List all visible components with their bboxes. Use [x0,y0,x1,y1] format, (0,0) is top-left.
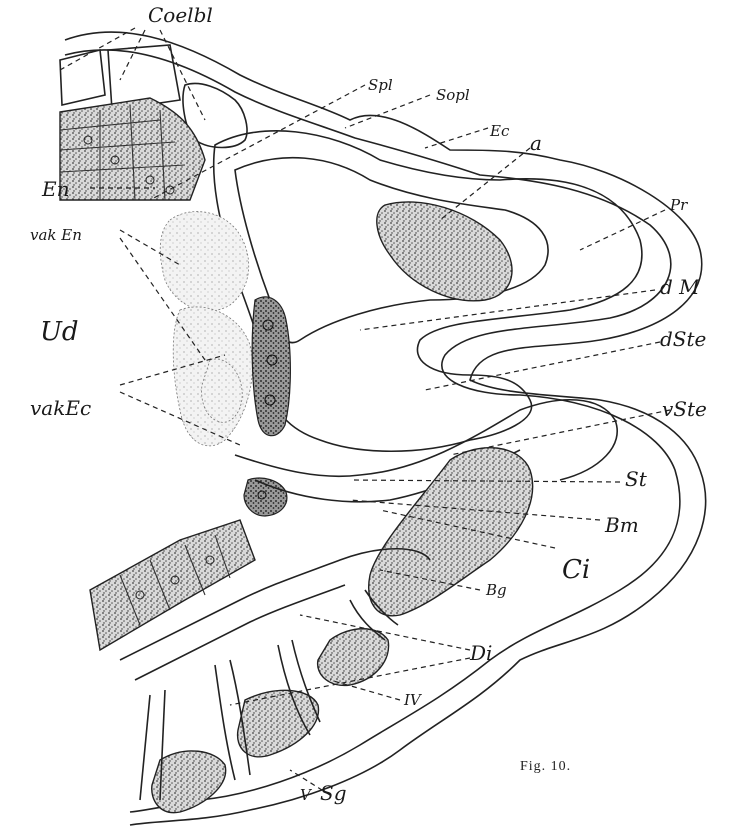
label-bg: Bg [485,581,507,599]
label-vak-en: vak En [30,226,82,244]
ventral-channel [235,400,617,502]
label-vste: vSte [662,397,707,421]
figure-caption: Fig. 10. [520,759,571,774]
label-spl: Spl [368,76,393,94]
label-ud: Ud [40,317,79,347]
dark-cell-cluster [244,297,290,516]
label-a: a [530,131,542,155]
label-ci: Ci [562,555,590,585]
label-sg: Sg [320,781,347,805]
label-pr: Pr [669,196,688,214]
label-en: En [41,177,69,201]
label-coelbl: Coelbl [148,3,213,27]
lower-bodies [152,448,533,813]
lower-endoderm-cells [90,520,255,650]
label-bm: Bm [604,513,639,537]
label-ec: Ec [489,122,510,140]
endoderm-cells [60,98,205,200]
label-dste: dSte [660,327,706,351]
label-v: V [300,786,313,804]
label-di: Di [469,641,492,665]
label-iv: IV [403,691,423,709]
label-vak-ec: vakEc [30,396,91,420]
vacuolated-endoderm [160,212,252,446]
label-sopl: Sopl [436,86,470,104]
label-st: St [625,467,648,491]
label-dm: d M [660,275,700,299]
